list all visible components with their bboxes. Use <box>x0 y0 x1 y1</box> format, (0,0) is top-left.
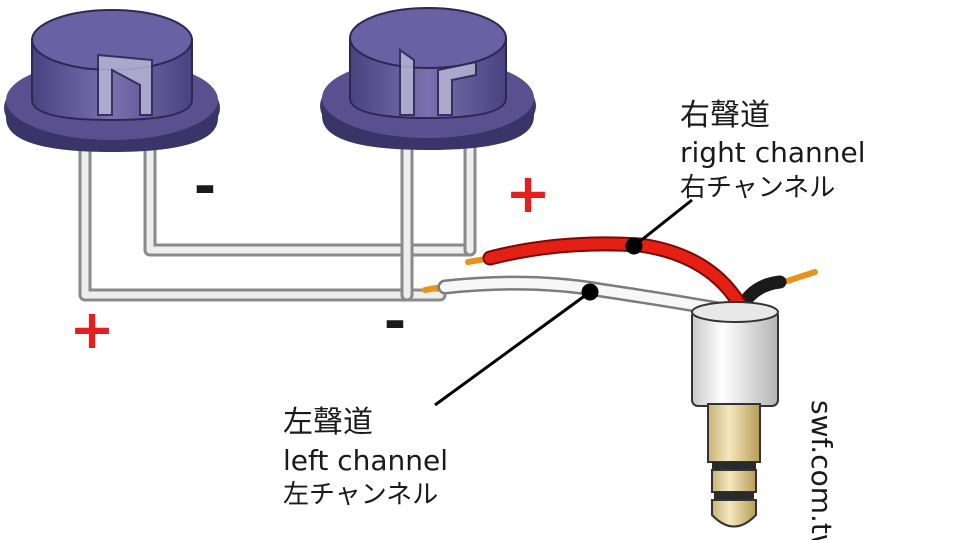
left-label-line2: left channel <box>283 444 448 477</box>
polarity-markers: + + - - <box>69 155 550 361</box>
right-led <box>320 7 536 150</box>
left-led <box>4 9 220 152</box>
left-led-plus: + <box>69 298 114 361</box>
cable-wires <box>422 236 818 320</box>
right-channel-label: 右聲道 right channel 右チャンネル <box>680 98 866 203</box>
left-label-line3: 左チャンネル <box>283 480 438 510</box>
left-led-minus: - <box>194 155 216 218</box>
left-label-line1: 左聲道 <box>283 405 373 440</box>
right-wire-dot <box>625 237 643 255</box>
left-channel-label: 左聲道 left channel 左チャンネル <box>283 405 448 510</box>
right-led-minus: - <box>384 290 406 353</box>
audio-plug <box>691 301 779 528</box>
right-label-line2: right channel <box>680 136 866 169</box>
right-led-plus: + <box>505 162 550 225</box>
watermark: swf.com.tw <box>805 400 838 540</box>
right-label-line3: 右チャンネル <box>680 173 835 203</box>
left-wire-dot <box>581 283 599 301</box>
right-label-line1: 右聲道 <box>680 98 770 133</box>
leader-lines <box>434 198 693 407</box>
